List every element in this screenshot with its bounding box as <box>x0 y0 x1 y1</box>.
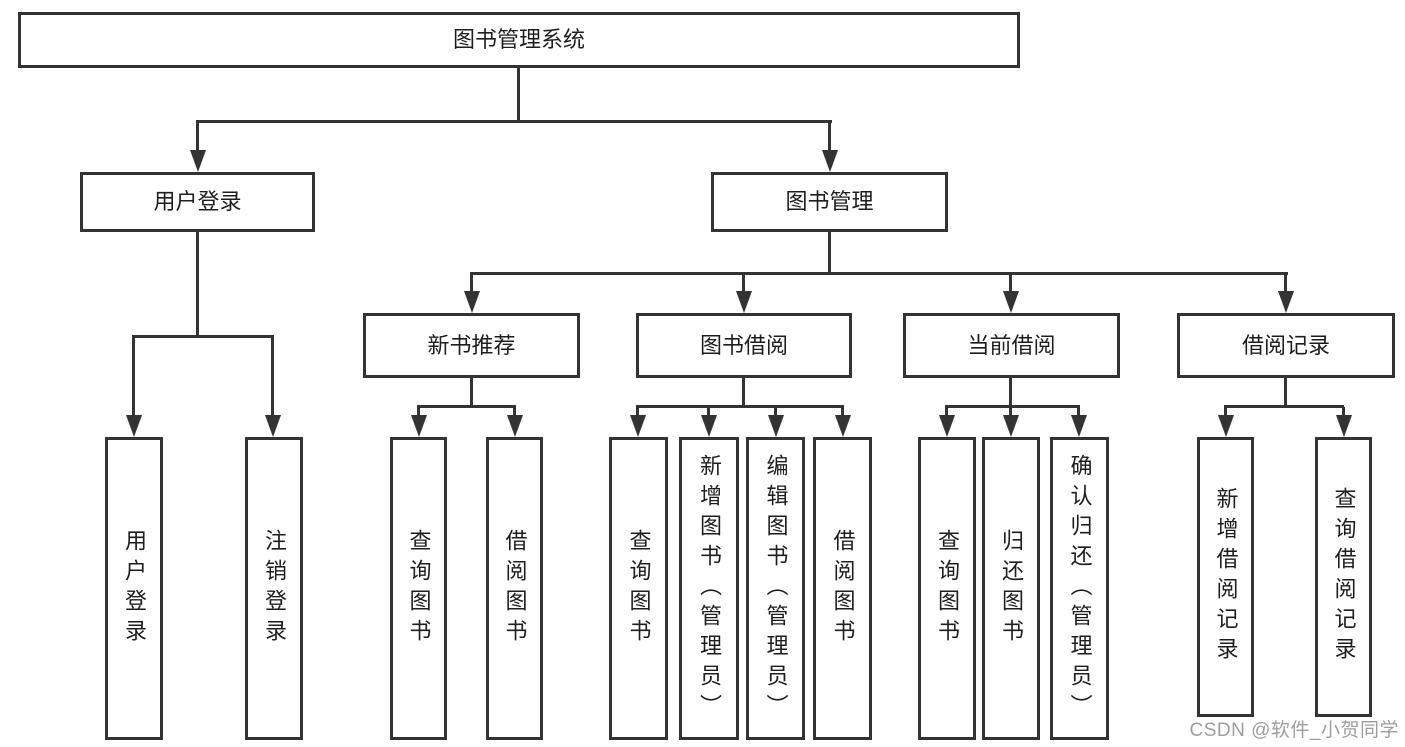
node-label: 编辑图书（管理员） <box>763 453 789 724</box>
node-label: 新增借阅记录 <box>1213 487 1239 667</box>
leaf-add-books-admin: 新增图书（管理员） <box>679 437 739 740</box>
arrow-down-icon <box>736 291 752 313</box>
node-user-login: 用户登录 <box>80 172 315 232</box>
connector-book-mgmt-drop-4 <box>1284 275 1287 293</box>
arrow-down-icon <box>1278 291 1294 313</box>
arrow-down-icon <box>701 415 717 437</box>
arrow-down-icon <box>265 415 281 437</box>
leaf-user-login: 用户登录 <box>105 437 163 740</box>
connector-new-book-drop-2 <box>513 407 516 417</box>
node-label: 用户登录 <box>122 528 147 649</box>
arrow-down-icon <box>630 415 646 437</box>
connector-new-book-drop-1 <box>417 407 420 417</box>
arrow-down-icon <box>464 291 480 313</box>
connector-current-drop-3 <box>1077 407 1080 417</box>
leaf-return-books: 归还图书 <box>982 437 1040 740</box>
node-label: 查询图书 <box>935 528 960 649</box>
connector-current-stem <box>1009 378 1012 407</box>
node-label: 借阅记录 <box>1241 332 1330 358</box>
connector-borrowing-drop-3 <box>774 407 777 417</box>
node-label: 查询借阅记录 <box>1331 487 1357 667</box>
node-label: 查询图书 <box>626 528 652 649</box>
connector-records-stem <box>1284 378 1287 407</box>
connector-book-mgmt-drop-1 <box>470 275 473 293</box>
leaf-confirm-return-admin: 确认归还（管理员） <box>1050 437 1109 740</box>
node-label: 注销登录 <box>262 528 287 649</box>
connector-records-bar <box>1224 405 1344 408</box>
connector-book-mgmt-stem <box>828 232 831 275</box>
connector-borrowing-stem <box>742 378 745 407</box>
arrow-down-icon <box>1003 415 1019 437</box>
connector-book-mgmt-bar <box>470 272 1288 275</box>
leaf-query-borrow-record: 查询借阅记录 <box>1315 437 1372 717</box>
connector-user-login-stem <box>196 232 199 338</box>
arrow-down-icon <box>1336 415 1352 437</box>
connector-records-drop-1 <box>1224 407 1227 417</box>
connector-records-drop-2 <box>1342 407 1345 417</box>
node-new-book-recommendation: 新书推荐 <box>363 313 580 378</box>
node-label: 新增图书（管理员） <box>697 453 722 724</box>
connector-book-mgmt-drop-3 <box>1009 275 1012 293</box>
connector-root-drop-1 <box>196 123 199 153</box>
arrow-down-icon <box>1071 415 1087 437</box>
leaf-query-books-recommend: 查询图书 <box>390 437 447 740</box>
node-label: 新书推荐 <box>427 332 516 358</box>
arrow-down-icon <box>507 415 523 437</box>
leaf-logout: 注销登录 <box>245 437 303 740</box>
node-borrowing-records: 借阅记录 <box>1177 313 1395 378</box>
connector-new-book-bar <box>417 405 516 408</box>
arrow-down-icon <box>190 150 206 172</box>
leaf-edit-books-admin: 编辑图书（管理员） <box>746 437 805 740</box>
node-label: 图书管理系统 <box>452 27 585 52</box>
connector-current-drop-1 <box>945 407 948 417</box>
connector-borrowing-drop-2 <box>707 407 710 417</box>
connector-current-bar <box>945 405 1080 408</box>
connector-root-drop-2 <box>828 123 831 153</box>
node-book-borrowing: 图书借阅 <box>636 313 852 378</box>
node-label: 归还图书 <box>999 528 1024 649</box>
node-label: 图书管理 <box>785 189 874 214</box>
node-label: 借阅图书 <box>830 528 856 649</box>
arrow-down-icon <box>835 415 851 437</box>
leaf-query-books-current: 查询图书 <box>918 437 976 740</box>
node-label: 借阅图书 <box>502 528 528 649</box>
connector-root-stem <box>517 68 520 122</box>
arrow-down-icon <box>126 415 142 437</box>
node-book-management: 图书管理 <box>711 172 948 232</box>
leaf-add-borrow-record: 新增借阅记录 <box>1197 437 1254 717</box>
leaf-query-books-borrowing: 查询图书 <box>609 437 668 740</box>
leaf-borrow-books: 借阅图书 <box>813 437 872 740</box>
connector-borrowing-bar <box>636 405 844 408</box>
node-label: 图书借阅 <box>699 332 788 358</box>
connector-new-book-stem <box>470 378 473 407</box>
arrow-down-icon <box>1218 415 1234 437</box>
watermark-text: CSDN @软件_小贺同学 <box>1189 720 1399 741</box>
connector-user-login-drop-1 <box>132 338 135 418</box>
connector-borrowing-drop-1 <box>636 407 639 417</box>
node-library-management-system: 图书管理系统 <box>18 12 1020 68</box>
arrow-down-icon <box>1003 291 1019 313</box>
node-label: 查询图书 <box>406 528 432 649</box>
arrow-down-icon <box>822 150 838 172</box>
connector-user-login-bar <box>132 335 274 338</box>
connector-book-mgmt-drop-2 <box>742 275 745 293</box>
connector-borrowing-drop-4 <box>841 407 844 417</box>
node-label: 确认归还（管理员） <box>1067 453 1093 724</box>
connector-root-bar <box>196 120 832 123</box>
arrow-down-icon <box>411 415 427 437</box>
node-current-borrowing: 当前借阅 <box>903 313 1120 378</box>
node-label: 当前借阅 <box>967 332 1056 358</box>
leaf-borrow-books-recommend: 借阅图书 <box>486 437 543 740</box>
connector-current-drop-2 <box>1009 407 1012 417</box>
arrow-down-icon <box>768 415 784 437</box>
arrow-down-icon <box>939 415 955 437</box>
connector-user-login-drop-2 <box>271 338 274 418</box>
node-label: 用户登录 <box>153 189 242 214</box>
